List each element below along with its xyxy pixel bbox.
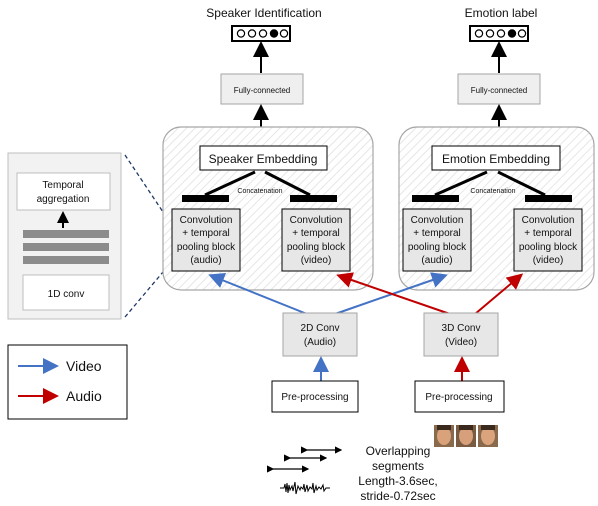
emotion-concat-label: Concatenation [470,188,515,195]
face-frame-2-image [456,425,476,447]
feature-bar-1 [23,230,109,238]
speaker-video-block-line-3: pooling block [287,242,346,253]
waveform-icon [280,481,330,495]
speaker-output-title: Speaker Identification [206,6,321,20]
emotion-video-conv-block [513,208,583,272]
conv3d-video-box [423,312,499,357]
segments-note-line-4: stride-0.72sec [360,489,435,503]
speaker-concat-label: Concatenation [237,188,282,195]
speaker-audio-feature-bar [182,195,229,202]
conv1d-box [22,274,110,311]
temporal-aggregation-box [16,172,111,211]
speaker-audio-block-line-4: (audio) [190,255,221,266]
feature-bar-3 [23,256,109,264]
speaker-audio-block-line-3: pooling block [177,242,236,253]
emotion-audio-conv-block [402,208,472,272]
emotion-fc-label: Fully-connected [471,86,527,95]
emotion-audio-block-line-3: pooling block [408,242,467,253]
speaker-fc-label: Fully-connected [234,86,290,95]
zoom-line-top [124,154,164,213]
zoom-line-bottom [124,271,164,318]
speaker-audio-block-line-2: + temporal [182,228,230,239]
emotion-video-block-line-3: pooling block [519,242,578,253]
conv2d-audio-box [282,312,358,357]
face-frame-1-image [434,425,454,447]
overlapping-segments-illustration [267,446,343,495]
conv3d-sub-label: (Video) [445,337,477,348]
speaker-branch: Speaker Identification Fully-connected S… [162,6,374,291]
emotion-video-block-line-2: + temporal [524,228,572,239]
speaker-video-conv-block [281,208,351,272]
emotion-fc-box [457,73,541,105]
emotion-video-block-line-4: (video) [533,255,564,266]
segments-note-line-2: segments [372,459,424,473]
speaker-fc-box [220,73,304,105]
legend-box [7,344,128,420]
conv2d-sub-label: (Audio) [304,337,336,348]
speaker-audio-conv-block [171,208,241,272]
segments-note-line-1: Overlapping [366,444,431,458]
speaker-video-block-line-2: + temporal [292,228,340,239]
temporal-aggregation-label-1: Temporal [42,180,83,191]
speaker-output-vector [231,25,291,42]
conv1d-label: 1D conv [48,289,85,300]
emotion-video-feature-bar [525,195,572,202]
speaker-embedding-label: Speaker Embedding [209,152,318,166]
conv3d-label: 3D Conv [442,323,481,334]
emotion-branch: Emotion label Fully-connected Emotion Em… [398,6,595,291]
conv2d-label: 2D Conv [301,323,340,334]
temporal-aggregation-label-2: aggregation [37,194,90,205]
emotion-output-vector [469,25,529,42]
preprocessing-audio-label: Pre-processing [281,392,348,403]
video-flow-arrows [336,272,524,381]
speaker-audio-block-line-1: Convolution [180,215,233,226]
emotion-audio-block-line-1: Convolution [411,215,464,226]
speaker-video-block-line-1: Convolution [290,215,343,226]
preprocessing-video-label: Pre-processing [425,392,492,403]
feature-bar-2 [23,243,109,251]
face-frame-3-image [478,425,498,447]
legend-video-label: Video [66,358,102,374]
legend-audio-label: Audio [66,388,102,404]
emotion-output-title: Emotion label [465,6,538,20]
emotion-audio-block-line-4: (audio) [421,255,452,266]
emotion-embedding-label: Emotion Embedding [442,152,550,166]
preprocessing-video-box [414,380,505,413]
speaker-video-block-line-4: (video) [301,255,332,266]
emotion-embedding-box [431,145,561,171]
emotion-audio-feature-bar [412,195,459,202]
preprocessing-audio-box [271,380,359,413]
emotion-audio-block-line-2: + temporal [413,228,461,239]
segments-note-line-3: Length-3.6sec, [358,474,437,488]
speaker-video-feature-bar [290,195,337,202]
emotion-video-block-line-1: Convolution [522,215,575,226]
audio-flow-arrows [208,272,448,381]
temporal-pooling-detail-panel: Temporal aggregation 1D conv [7,152,122,320]
speaker-embedding-box [199,145,328,171]
video-face-frames [434,425,498,447]
